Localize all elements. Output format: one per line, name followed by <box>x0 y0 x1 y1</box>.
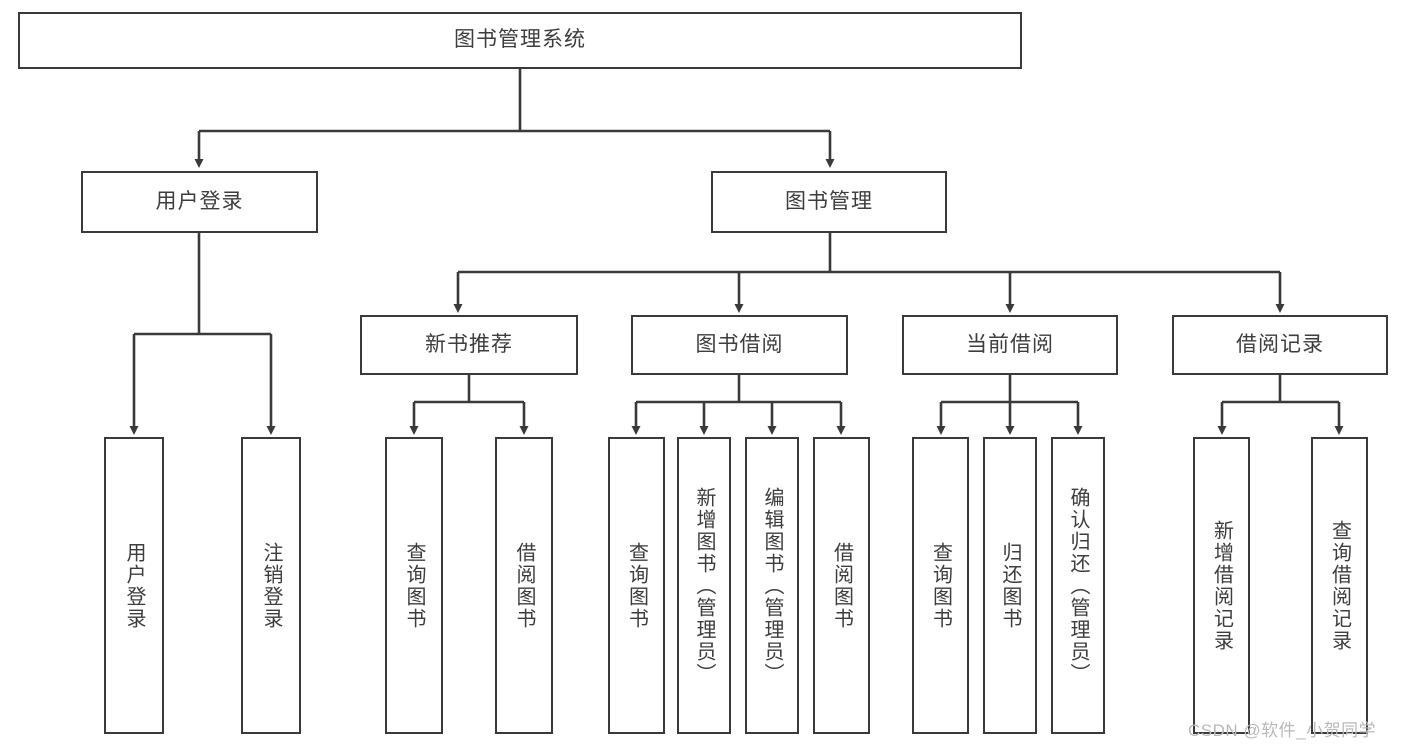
node-root-book-management-system[interactable]: 图书管理系统 <box>18 12 1022 69</box>
node-leaf-edit-book-admin[interactable]: 编辑图书（管理员） <box>745 437 799 734</box>
node-label: 查询图书 <box>929 541 952 630</box>
node-label: 当前借阅 <box>966 332 1054 356</box>
node-leaf-query-book-recommend[interactable]: 查询图书 <box>385 437 443 734</box>
node-leaf-query-book-current[interactable]: 查询图书 <box>912 437 969 734</box>
node-label: 借阅图书 <box>513 541 535 630</box>
node-leaf-return-book[interactable]: 归还图书 <box>983 437 1037 734</box>
node-label: 借阅图书 <box>830 541 853 630</box>
node-leaf-confirm-return-admin[interactable]: 确认归还（管理员） <box>1051 437 1105 734</box>
node-leaf-add-borrow-record[interactable]: 新增借阅记录 <box>1193 437 1250 734</box>
node-label: 确认归还（管理员） <box>1067 486 1089 685</box>
node-new-book-recommend[interactable]: 新书推荐 <box>360 315 578 375</box>
node-leaf-query-book-borrow[interactable]: 查询图书 <box>608 437 665 734</box>
node-label: 编辑图书（管理员） <box>761 486 783 685</box>
node-label: 借阅记录 <box>1236 332 1324 356</box>
node-label: 查询图书 <box>403 541 425 630</box>
node-user-login[interactable]: 用户登录 <box>81 171 318 233</box>
node-label: 用户登录 <box>123 541 145 630</box>
watermark: CSDN @软件_小贺同学 <box>1188 721 1377 740</box>
node-label: 用户登录 <box>155 189 244 213</box>
node-leaf-query-borrow-record[interactable]: 查询借阅记录 <box>1311 437 1368 734</box>
node-leaf-borrow-book-recommend[interactable]: 借阅图书 <box>495 437 553 734</box>
node-current-borrow[interactable]: 当前借阅 <box>902 315 1118 375</box>
node-book-borrow[interactable]: 图书借阅 <box>631 315 848 375</box>
node-label: 新书推荐 <box>425 332 513 356</box>
node-leaf-borrow-book[interactable]: 借阅图书 <box>813 437 870 734</box>
node-label: 归还图书 <box>999 541 1021 630</box>
node-label: 查询图书 <box>625 541 648 630</box>
node-leaf-user-logout[interactable]: 注销登录 <box>241 437 301 734</box>
node-label: 图书管理 <box>785 189 873 213</box>
node-label: 注销登录 <box>260 541 282 630</box>
node-label: 图书借阅 <box>695 332 784 356</box>
node-leaf-user-login[interactable]: 用户登录 <box>104 437 164 734</box>
node-label: 新增借阅记录 <box>1210 519 1233 652</box>
node-label: 查询借阅记录 <box>1328 519 1351 652</box>
node-label: 新增图书（管理员） <box>693 486 715 685</box>
node-borrow-record[interactable]: 借阅记录 <box>1172 315 1388 375</box>
node-book-management[interactable]: 图书管理 <box>711 171 947 233</box>
node-label: 图书管理系统 <box>454 28 586 52</box>
node-leaf-add-book-admin[interactable]: 新增图书（管理员） <box>677 437 731 734</box>
